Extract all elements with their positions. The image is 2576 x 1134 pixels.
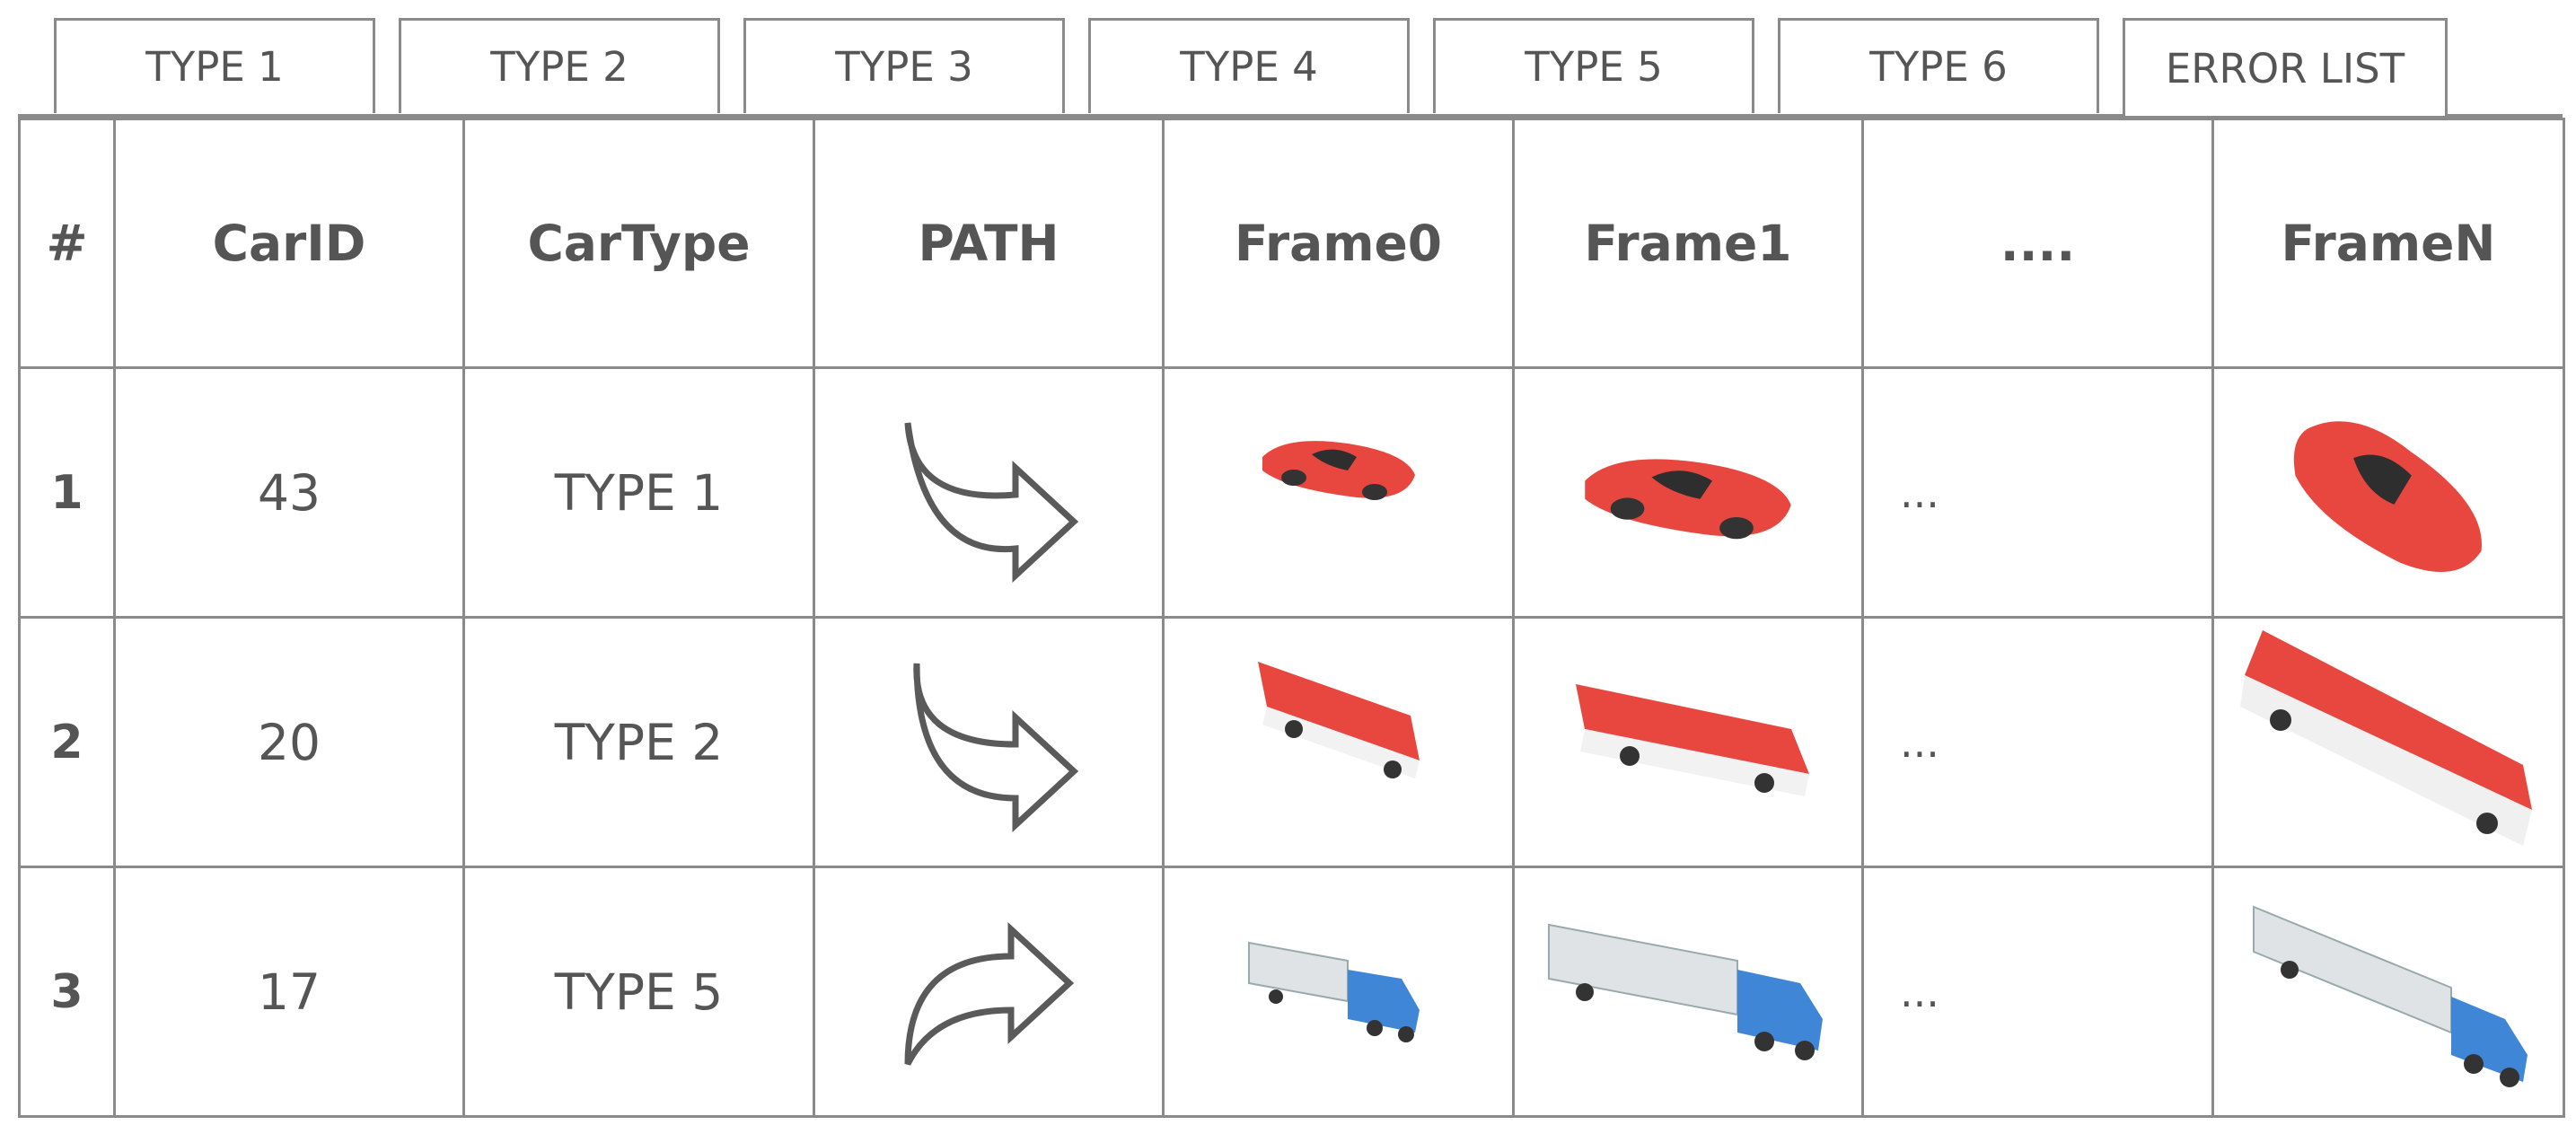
blue-semi-truck-icon bbox=[1548, 923, 1823, 1060]
frame0-cell bbox=[1162, 366, 1515, 619]
table-row[interactable]: 1 43 TYPE 1 ... bbox=[18, 366, 2565, 619]
tab-type-2[interactable]: TYPE 2 bbox=[399, 18, 720, 113]
tab-type-5[interactable]: TYPE 5 bbox=[1433, 18, 1754, 113]
row-index: 3 bbox=[18, 866, 116, 1118]
frame1-cell bbox=[1512, 866, 1864, 1118]
car-id-cell: 43 bbox=[113, 366, 465, 619]
tab-strip: TYPE 1 TYPE 2 TYPE 3 TYPE 4 TYPE 5 TYPE … bbox=[54, 18, 2460, 116]
frame1-cell bbox=[1512, 366, 1864, 619]
row-index: 1 bbox=[18, 366, 116, 619]
frameN-cell bbox=[2211, 616, 2565, 868]
header-frameN: FrameN bbox=[2211, 118, 2565, 369]
frameN-cell bbox=[2211, 866, 2565, 1118]
frame1-cell bbox=[1512, 616, 1864, 868]
tab-type-6[interactable]: TYPE 6 bbox=[1778, 18, 2099, 113]
header-row: # CarID CarType PATH Frame0 Frame1 .... … bbox=[18, 118, 2565, 369]
header-path: PATH bbox=[813, 118, 1165, 369]
tab-error-list[interactable]: ERROR LIST bbox=[2123, 18, 2448, 116]
table-row[interactable]: 2 20 TYPE 2 ... bbox=[18, 616, 2565, 868]
header-index: # bbox=[18, 118, 116, 369]
ellipsis-cell: ... bbox=[1861, 366, 2214, 619]
header-car-type: CarType bbox=[462, 118, 815, 369]
car-id-cell: 17 bbox=[113, 866, 465, 1118]
red-bus-icon bbox=[1576, 683, 1809, 796]
red-sports-car-icon bbox=[1585, 458, 1791, 539]
red-sports-car-icon bbox=[2293, 420, 2482, 572]
row-index: 2 bbox=[18, 616, 116, 868]
red-bus-icon bbox=[2240, 629, 2532, 846]
frameN-cell bbox=[2211, 366, 2565, 619]
header-frame1: Frame1 bbox=[1512, 118, 1864, 369]
curved-arrow-down-right-icon bbox=[913, 663, 1079, 832]
header-car-id: CarID bbox=[113, 118, 465, 369]
ellipsis-cell: ... bbox=[1861, 866, 2214, 1118]
red-sports-car-icon bbox=[1262, 440, 1415, 500]
car-id-cell: 20 bbox=[113, 616, 465, 868]
tab-type-1[interactable]: TYPE 1 bbox=[54, 18, 375, 113]
red-bus-icon bbox=[1257, 661, 1420, 778]
blue-semi-truck-icon bbox=[1247, 941, 1420, 1042]
header-ellipsis: .... bbox=[1861, 118, 2214, 369]
car-type-cell: TYPE 1 bbox=[462, 366, 815, 619]
path-cell bbox=[813, 366, 1165, 619]
ellipsis-cell: ... bbox=[1861, 616, 2214, 868]
header-frame0: Frame0 bbox=[1162, 118, 1515, 369]
tab-type-4[interactable]: TYPE 4 bbox=[1088, 18, 1410, 113]
tab-type-3[interactable]: TYPE 3 bbox=[743, 18, 1065, 113]
path-cell bbox=[813, 866, 1165, 1118]
car-type-cell: TYPE 2 bbox=[462, 616, 815, 868]
frame0-cell bbox=[1162, 866, 1515, 1118]
blue-semi-truck-icon bbox=[2253, 905, 2528, 1087]
vehicle-table: # CarID CarType PATH Frame0 Frame1 .... … bbox=[18, 114, 2565, 1118]
car-type-cell: TYPE 5 bbox=[462, 866, 815, 1118]
frame0-cell bbox=[1162, 616, 1515, 868]
curved-arrow-down-right-icon bbox=[904, 422, 1079, 583]
curved-arrow-up-right-icon bbox=[904, 921, 1075, 1066]
path-cell bbox=[813, 616, 1165, 868]
table-row[interactable]: 3 17 TYPE 5 ... bbox=[18, 866, 2565, 1118]
